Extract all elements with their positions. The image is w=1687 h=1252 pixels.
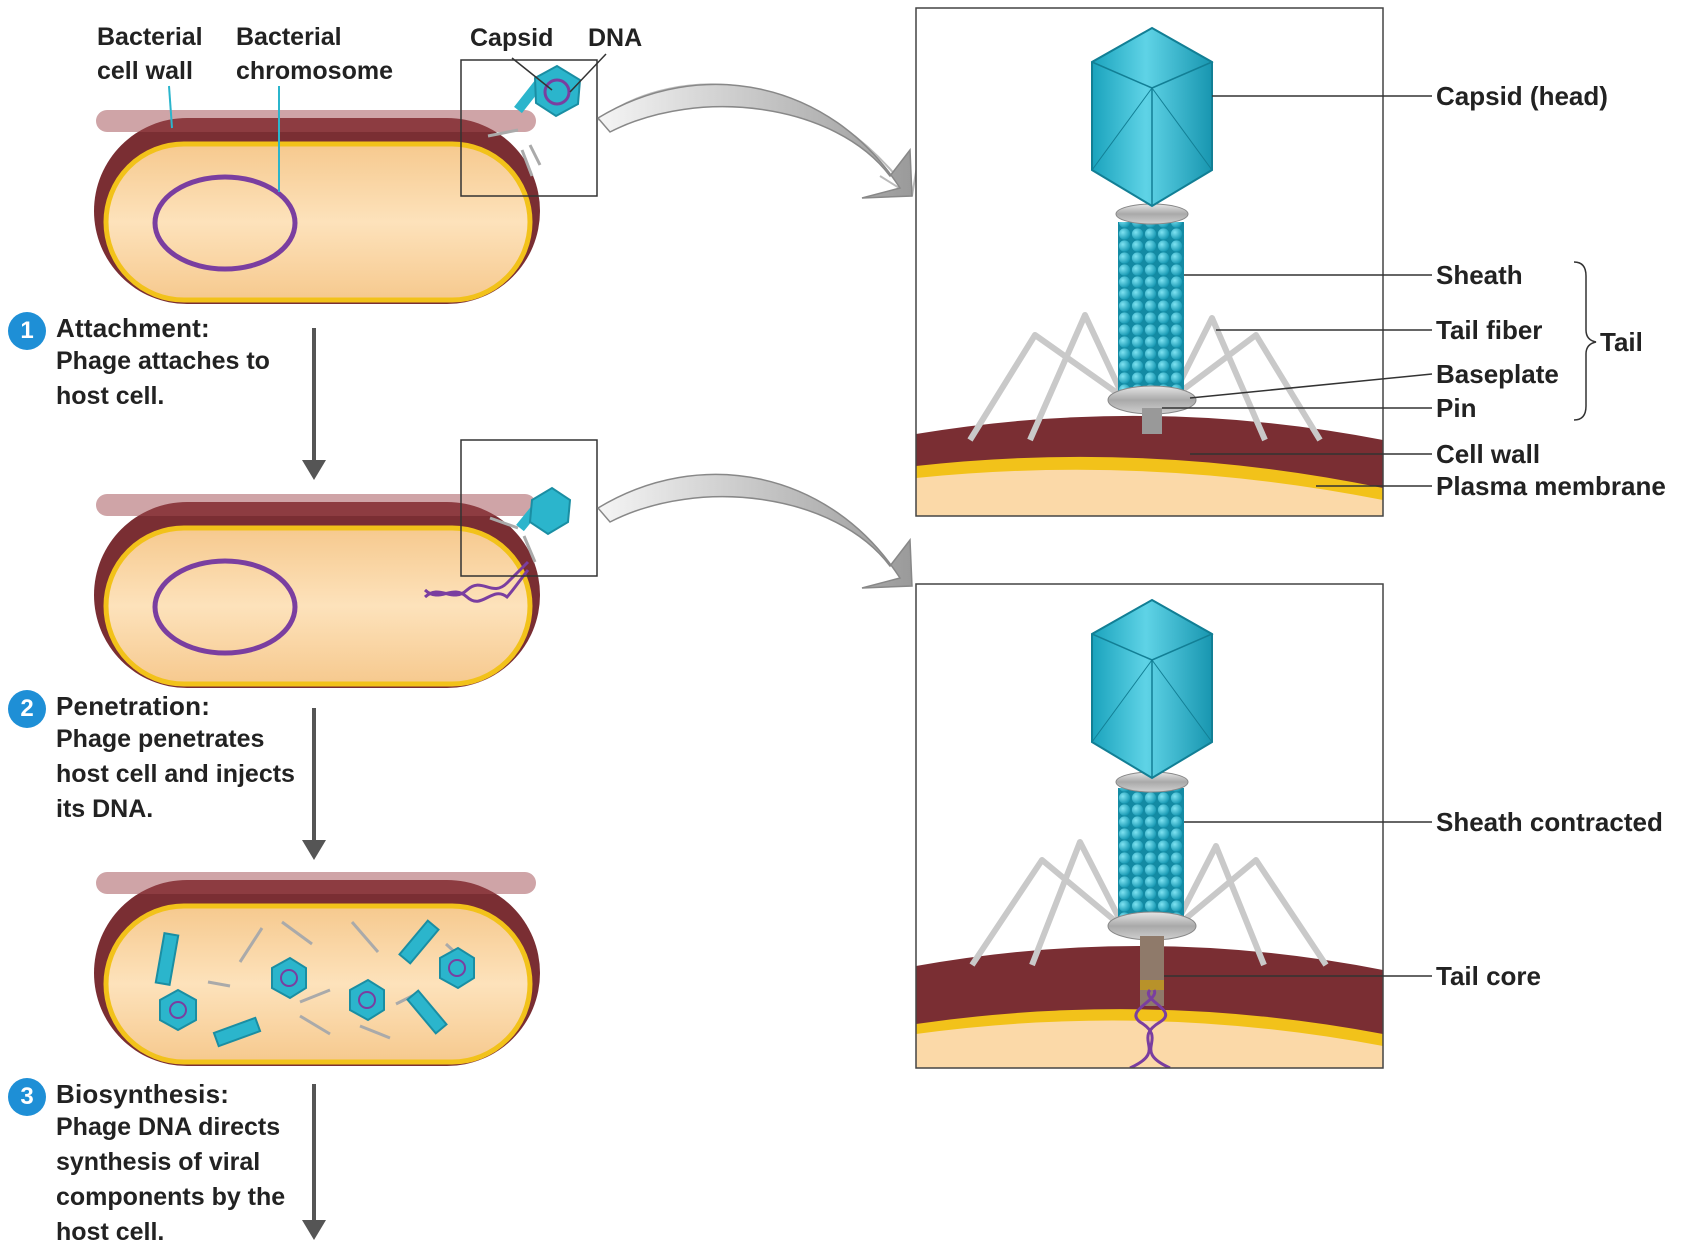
detail-box-2-frame xyxy=(915,583,1384,1069)
label-sheath: Sheath xyxy=(1436,260,1523,290)
leader-cell-wall xyxy=(168,85,173,129)
label-bacterial-chromosome: Bacterial chromosome xyxy=(236,23,393,85)
bacterium-biosynthesis xyxy=(94,872,540,1066)
step-2-title: Penetration: xyxy=(56,691,211,721)
label-sheath-contracted: Sheath contracted xyxy=(1436,807,1663,837)
detail-box-penetration xyxy=(916,584,1383,1068)
step-2-description: Phage penetrates host cell and injects i… xyxy=(56,725,295,823)
label-capsid: Capsid xyxy=(470,24,554,52)
label-baseplate: Baseplate xyxy=(1436,359,1559,389)
step-3-badge: 3 xyxy=(8,1078,46,1116)
curved-arrow-1-body xyxy=(596,83,913,199)
step-2: 2 Penetration: Phage penetrates host cel… xyxy=(8,686,348,836)
label-tail-fiber: Tail fiber xyxy=(1436,315,1543,345)
bacterium-penetration xyxy=(94,494,540,688)
detail-leaders-2 xyxy=(1164,821,1432,977)
phage-small-attached xyxy=(487,64,582,177)
label-bacterial-cell-wall: Bacterial cell wall xyxy=(97,23,203,85)
label-plasma-membrane: Plasma membrane xyxy=(1436,471,1666,501)
phage-small-injecting xyxy=(489,486,572,563)
label-capsid-head: Capsid (head) xyxy=(1436,81,1608,111)
step-arrow-2 xyxy=(302,708,326,860)
label-tail-core: Tail core xyxy=(1436,961,1542,991)
bacterial-chromosome xyxy=(152,174,298,272)
label-tail: Tail xyxy=(1600,327,1643,357)
curved-arrow-2-body xyxy=(596,473,913,589)
detail-leaders-1 xyxy=(1162,95,1597,487)
leader-capsid xyxy=(511,57,553,91)
label-cell-wall: Cell wall xyxy=(1436,439,1541,469)
leader-dna xyxy=(569,53,607,93)
step-1-description: Phage attaches to host cell. xyxy=(56,347,270,410)
detail-box-1-frame xyxy=(915,7,1384,517)
label-dna: DNA xyxy=(588,24,643,52)
step-3-description: Phage DNA directs synthesis of viral com… xyxy=(56,1113,286,1246)
step-1-badge: 1 xyxy=(8,312,46,350)
step-1: 1 Attachment: Phage attaches to host cel… xyxy=(8,308,348,418)
step-1-title: Attachment: xyxy=(56,313,210,343)
zoom-box-2 xyxy=(460,439,598,577)
detail-box-attachment xyxy=(916,8,1383,516)
zoom-box-1 xyxy=(460,59,598,197)
label-pin: Pin xyxy=(1436,393,1477,423)
bacterium-attachment xyxy=(94,110,540,304)
step-arrow-3 xyxy=(302,1084,326,1240)
step-arrow-1 xyxy=(302,328,326,480)
step-3-title: Biosynthesis: xyxy=(56,1079,230,1109)
step-2-badge: 2 xyxy=(8,690,46,728)
step-3: 3 Biosynthesis: Phage DNA directs synthe… xyxy=(8,1074,348,1252)
